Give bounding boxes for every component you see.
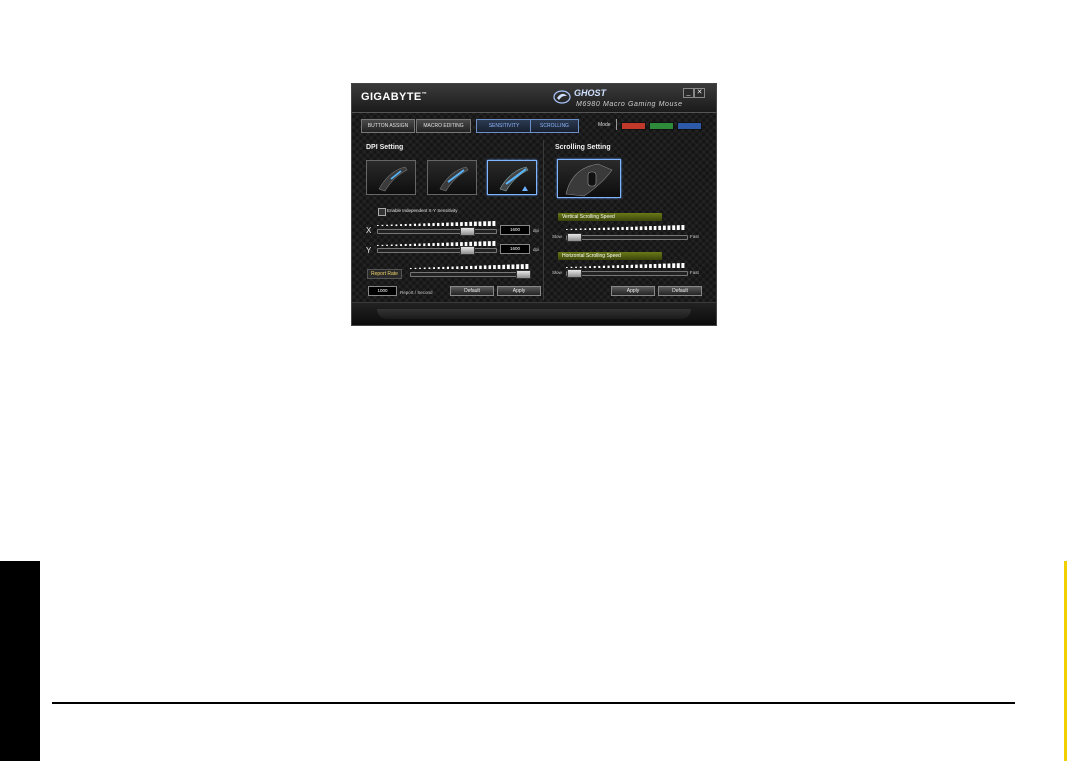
scrolling-apply-button[interactable]: Apply xyxy=(611,286,655,296)
y-axis-label: Y xyxy=(366,246,372,255)
mode-red-swatch[interactable] xyxy=(621,122,646,130)
report-rate-unit: Report / Second xyxy=(400,290,433,295)
mode-separator xyxy=(616,119,617,130)
report-rate-ticks xyxy=(410,264,529,269)
minimize-button[interactable]: _ xyxy=(683,88,694,98)
dpi-profile-1[interactable] xyxy=(366,160,416,195)
mouse-software-window: GIGABYTE™ GHOST M6980 Macro Gaming Mouse… xyxy=(351,83,717,326)
report-rate-label: Report Rate xyxy=(367,269,402,279)
vertical-scrolling-slider[interactable] xyxy=(566,233,688,242)
x-slider-handle[interactable] xyxy=(460,227,475,236)
x-scale-ticks xyxy=(377,221,496,226)
vertical-slow-label: Slow xyxy=(552,234,562,239)
horizontal-slow-label: Slow xyxy=(552,270,562,275)
x-dpi-value[interactable]: 1600 xyxy=(500,225,530,235)
x-axis-label: X xyxy=(366,226,372,235)
dpi-profile-3[interactable] xyxy=(487,160,537,195)
mouse-silhouette-icon xyxy=(439,166,469,192)
y-dpi-value[interactable]: 1600 xyxy=(500,244,530,254)
mode-blue-swatch[interactable] xyxy=(677,122,702,130)
independent-xy-label: Enable Independent X-Y Sensitivity xyxy=(387,208,458,213)
x-dpi-unit: dpi xyxy=(533,228,540,233)
horizontal-scrolling-slider[interactable] xyxy=(566,269,688,278)
horizontal-fast-label: Fast xyxy=(690,270,699,275)
tab-macro-editing[interactable]: MACRO EDITING xyxy=(416,119,471,133)
panel-divider xyxy=(543,140,544,300)
tab-button-assign[interactable]: BUTTON ASSIGN xyxy=(361,119,415,133)
horizontal-scale-ticks xyxy=(566,263,685,268)
mouse-silhouette-icon xyxy=(378,166,408,192)
y-slider-handle[interactable] xyxy=(460,246,475,255)
mouse-silhouette-icon xyxy=(499,166,529,192)
dpi-apply-button[interactable]: Apply xyxy=(497,286,541,296)
independent-xy-checkbox[interactable] xyxy=(378,208,386,216)
vertical-scale-ticks xyxy=(566,225,685,230)
scroll-wheel-icon xyxy=(565,163,613,197)
product-line: GHOST xyxy=(574,88,607,98)
dpi-setting-title: DPI Setting xyxy=(366,144,404,151)
vertical-slider-handle[interactable] xyxy=(567,233,582,242)
page-edge-stripe xyxy=(1064,561,1067,761)
tab-sensitivity[interactable]: SENSITIVITY xyxy=(476,119,532,133)
dpi-profile-2[interactable] xyxy=(427,160,477,195)
product-name: M6980 Macro Gaming Mouse xyxy=(576,101,683,108)
close-button[interactable]: ✕ xyxy=(694,88,705,98)
window-bottom-bar xyxy=(352,302,716,325)
report-rate-slider[interactable] xyxy=(410,270,531,279)
page-side-tab xyxy=(0,561,40,761)
scrolling-setting-title: Scrolling Setting xyxy=(555,144,611,151)
x-sensitivity-slider[interactable] xyxy=(377,227,497,236)
scrolling-default-button[interactable]: Default xyxy=(658,286,702,296)
horizontal-slider-handle[interactable] xyxy=(567,269,582,278)
report-rate-value[interactable]: 1000 xyxy=(368,286,397,296)
report-rate-handle[interactable] xyxy=(516,270,531,279)
mode-green-swatch[interactable] xyxy=(649,122,674,130)
scroll-wheel-image xyxy=(557,159,621,198)
page-rule xyxy=(52,702,1015,704)
y-sensitivity-slider[interactable] xyxy=(377,246,497,255)
ghost-emblem-icon xyxy=(553,90,571,104)
brand-logo: GIGABYTE™ xyxy=(361,91,428,103)
y-dpi-unit: dpi xyxy=(533,247,540,252)
horizontal-scrolling-label: Horizontal Scrolling Speed xyxy=(558,252,662,260)
dpi-default-button[interactable]: Default xyxy=(450,286,494,296)
mode-label: Mode xyxy=(598,122,611,128)
tab-scrolling[interactable]: SCROLLING xyxy=(530,119,579,133)
vertical-scrolling-label: Vertical Scrolling Speed xyxy=(558,213,662,221)
titlebar: GIGABYTE™ GHOST M6980 Macro Gaming Mouse… xyxy=(352,84,716,113)
y-scale-ticks xyxy=(377,241,496,246)
vertical-fast-label: Fast xyxy=(690,234,699,239)
